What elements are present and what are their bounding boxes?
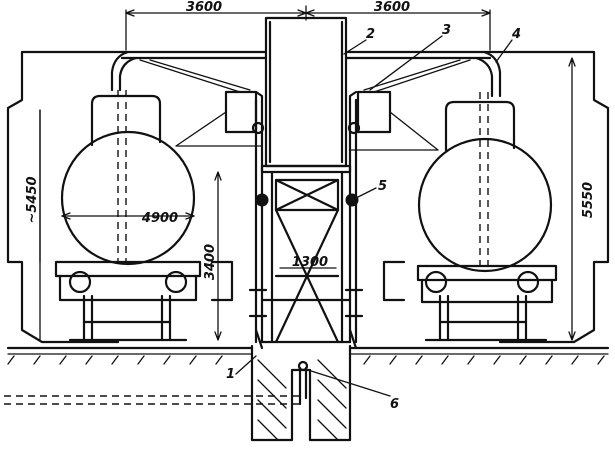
dim-right-height: 5550: [581, 182, 596, 218]
dim-tower-width: 1300: [292, 255, 328, 270]
right-wheel-front: [424, 270, 448, 294]
left-tank-car: [54, 90, 202, 342]
right-tank-shell: [417, 137, 553, 273]
left-tank-shell: [60, 130, 196, 266]
callout-1: 1: [226, 367, 235, 382]
right-underframe: [416, 264, 558, 282]
dim-tank-diameter: 4900: [141, 211, 178, 226]
left-wheel-rear: [164, 270, 188, 294]
ground-line: [6, 346, 610, 365]
central-tower: [254, 16, 358, 350]
left-counterweight: [224, 90, 258, 134]
tower-tank: [264, 16, 348, 168]
dimension-lines: [39, 5, 576, 341]
left-valve: [255, 193, 269, 207]
left-loading-arm: [110, 50, 269, 344]
dim-top-left-span: 3600: [186, 0, 222, 15]
right-valve: [345, 193, 359, 207]
right-tank-car: [416, 92, 558, 342]
callout-3: 3: [442, 23, 451, 38]
dim-platform-height: 3400: [203, 244, 218, 280]
callout-5: 5: [378, 179, 387, 194]
callout-4: 4: [511, 27, 521, 42]
callout-6: 6: [390, 397, 399, 412]
left-underframe: [54, 260, 202, 278]
callout-2: 2: [366, 27, 375, 42]
right-wheel-rear: [516, 270, 540, 294]
left-wheel-front: [68, 270, 92, 294]
right-loading-gauge: [382, 50, 610, 344]
dim-top-right-span: 3600: [374, 0, 410, 15]
drain-pipe: [4, 360, 309, 406]
right-dome: [444, 100, 516, 152]
dim-left-height: ~5450: [25, 176, 40, 223]
right-counterweight: [356, 90, 392, 134]
callout-leaders: [235, 35, 513, 397]
tower-columns: [270, 170, 344, 344]
right-loading-arm: [344, 50, 502, 344]
right-arm-riser: [348, 90, 358, 344]
left-arm-riser: [254, 90, 264, 344]
